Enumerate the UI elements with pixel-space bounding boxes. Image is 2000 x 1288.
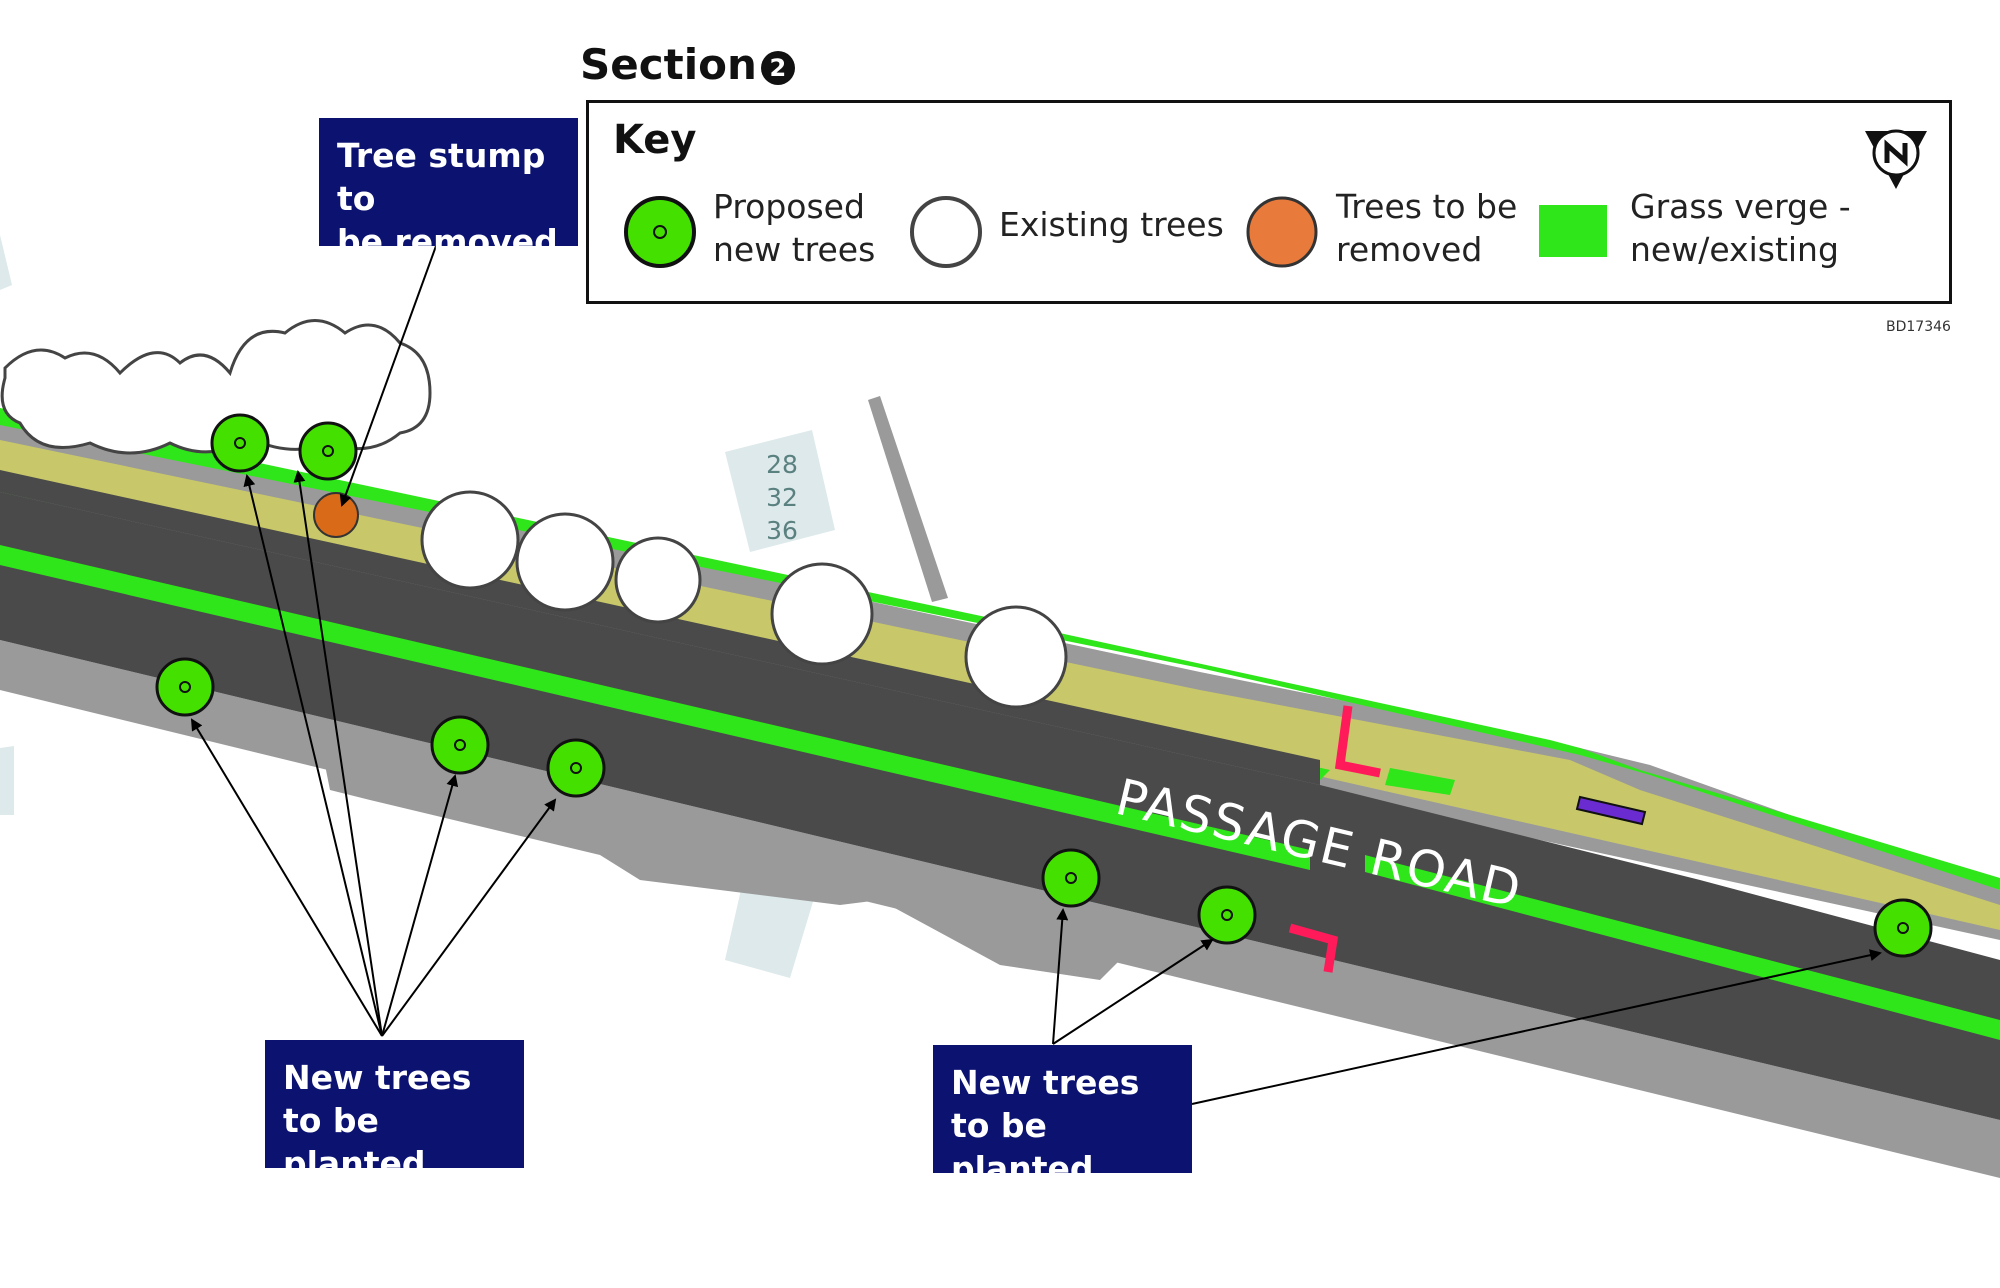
callout-tree-stump: Tree stump to be removed <box>319 118 578 261</box>
existing-tree-icon <box>910 196 982 268</box>
existing-tree-cluster <box>0 319 432 455</box>
callout-new-trees-left: New trees to be planted <box>265 1040 524 1183</box>
reference-code: BD17346 <box>1886 319 1951 335</box>
kerb-marking-south <box>1288 923 1339 973</box>
central-verge-right <box>1365 855 2000 1040</box>
removed-tree-icon <box>1246 196 1318 268</box>
proposed-tree <box>1197 885 1257 945</box>
proposed-trees <box>155 413 1933 958</box>
existing-tree <box>420 490 520 590</box>
existing-tree <box>614 536 702 624</box>
proposed-tree <box>210 413 270 473</box>
verge-patch <box>1385 768 1455 795</box>
key-label-removed: Trees to be removed <box>1336 187 1518 269</box>
house-numbers: 28 32 36 <box>766 450 798 545</box>
bus-stop-marker <box>1575 795 1647 826</box>
key-label-grass: Grass verge - new/existing <box>1630 187 1851 269</box>
carriageway-left <box>0 470 1320 785</box>
proposed-tree <box>1041 848 1101 908</box>
existing-trees <box>0 319 1068 709</box>
north-verge-outer <box>0 408 2000 890</box>
proposed-tree <box>430 715 490 775</box>
existing-tree <box>964 605 1068 709</box>
grass-verge-swatch <box>1539 205 1607 257</box>
carriageway <box>0 492 2000 1120</box>
existing-tree <box>515 512 615 612</box>
south-pavement <box>0 640 2000 1178</box>
proposed-tree <box>1873 898 1933 958</box>
building-faint-left-top <box>0 235 12 290</box>
kerb-marking-north <box>1334 705 1381 778</box>
side-road <box>868 396 948 602</box>
key-label-existing: Existing trees <box>999 205 1224 244</box>
section-number-badge: 2 <box>760 50 795 85</box>
callout-new-trees-right: New trees to be planted <box>933 1045 1192 1188</box>
existing-tree <box>770 562 874 666</box>
tree-stump <box>313 492 359 538</box>
proposed-tree <box>546 738 606 798</box>
section-title-text: Section <box>580 40 757 89</box>
proposed-tree-icon <box>624 196 696 268</box>
map-key: Key Proposed new trees Existing trees Tr… <box>586 100 1952 304</box>
proposed-tree <box>298 421 358 481</box>
north-arrow-icon <box>1865 129 1927 189</box>
south-pavement-bays <box>320 740 1130 980</box>
building-28-36 <box>725 430 835 552</box>
leader-lines <box>190 245 1882 1105</box>
central-verge-left <box>0 545 1310 870</box>
building-faint-left-bottom <box>0 746 14 815</box>
key-title: Key <box>613 117 697 163</box>
proposed-tree <box>155 657 215 717</box>
key-label-proposed: Proposed new trees <box>713 187 876 269</box>
